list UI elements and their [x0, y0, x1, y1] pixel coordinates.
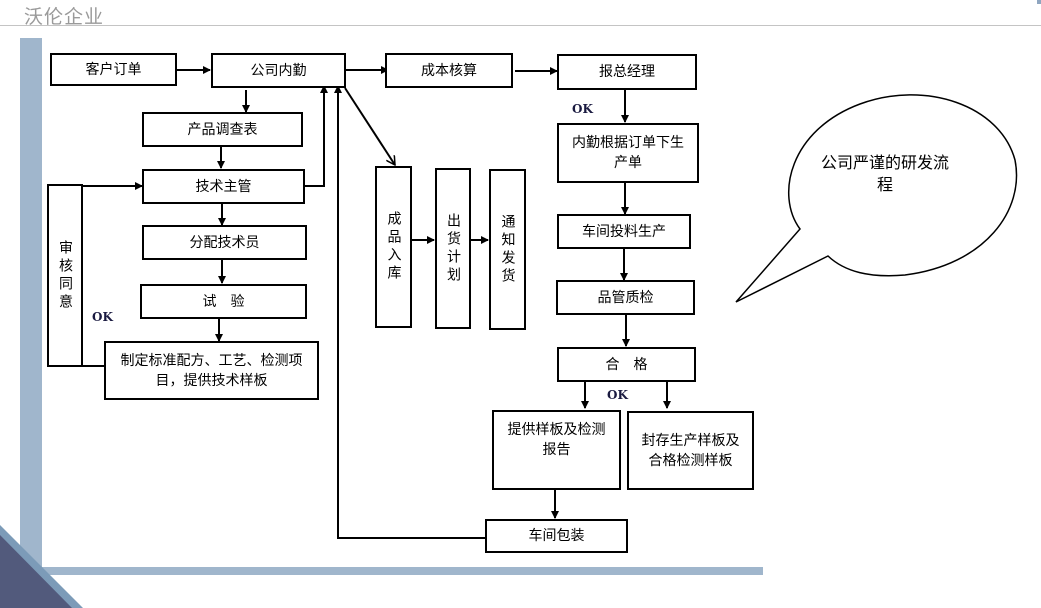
corner-decoration [1037, 0, 1041, 4]
node-quality-check: 品管质检 [556, 280, 695, 315]
node-trial: 试 验 [140, 284, 307, 319]
node-label: 公司内勤 [250, 62, 307, 79]
node-label: 成品入库 [385, 211, 402, 283]
node-label: 出货计划 [445, 212, 461, 285]
node-label: 内勤根据订单下生产单 [572, 135, 684, 171]
node-shipping-plan: 出货计划 [435, 168, 471, 329]
frame-bottom-bar [20, 567, 763, 575]
node-assign-technician: 分配技术员 [142, 225, 307, 260]
speech-bubble-shape [735, 94, 1018, 303]
node-qualified: 合 格 [557, 347, 696, 382]
node-notify-shipping: 通知发货 [489, 169, 526, 330]
node-label: 试 验 [202, 293, 245, 310]
node-label: 客户订单 [85, 61, 142, 78]
ok-label-gm: OK [572, 102, 593, 116]
node-report-gm: 报总经理 [557, 54, 697, 90]
node-label: 品管质检 [597, 289, 654, 306]
node-label: 报总经理 [599, 64, 655, 80]
node-label: 分配技术员 [189, 234, 260, 251]
node-seal-samples: 封存生产样板及合格检测样板 [627, 411, 754, 490]
node-finished-storage: 成品入库 [375, 166, 412, 328]
node-label: 车间包装 [528, 528, 585, 544]
node-product-survey: 产品调查表 [142, 112, 303, 147]
node-internal-office: 公司内勤 [211, 53, 346, 88]
node-workshop-packaging: 车间包装 [485, 519, 628, 553]
arrow-packaging-to-office [334, 85, 485, 539]
ok-label-qualified: OK [607, 388, 628, 402]
node-label: 封存生产样板及合格检测样板 [641, 432, 740, 469]
node-label: 产品调查表 [187, 121, 258, 138]
node-tech-supervisor: 技术主管 [142, 169, 305, 204]
arrow-office-to-storage [344, 87, 395, 165]
corner-triangle-dark [0, 535, 72, 608]
node-customer-order: 客户订单 [50, 53, 177, 86]
node-label: 审核同意 [57, 239, 73, 312]
arrow-tech-to-office [305, 85, 328, 187]
node-label: 制定标准配方、工艺、检测项目，提供技术样板 [120, 352, 303, 389]
node-production-order: 内勤根据订单下生产单 [557, 123, 699, 183]
node-label: 合 格 [605, 356, 648, 373]
node-label: 车间投料生产 [582, 223, 666, 240]
frame-left-bar [20, 38, 42, 575]
node-workshop-production: 车间投料生产 [557, 214, 691, 249]
ok-label-review: OK [92, 310, 113, 324]
node-provide-samples: 提供样板及检测报告 [492, 410, 621, 490]
node-label: 成本核算 [421, 62, 477, 79]
node-standards: 制定标准配方、工艺、检测项目，提供技术样板 [104, 341, 319, 400]
node-review-approve: 审核同意 [47, 184, 83, 367]
node-label: 技术主管 [195, 178, 252, 195]
title-divider [0, 25, 1041, 26]
company-title: 沃伦企业 [24, 6, 105, 28]
node-label: 通知发货 [499, 213, 516, 286]
node-cost-accounting: 成本核算 [385, 53, 513, 88]
node-label: 提供样板及检测报告 [507, 422, 606, 458]
callout-text: 公司严谨的研发流程 [820, 153, 949, 194]
